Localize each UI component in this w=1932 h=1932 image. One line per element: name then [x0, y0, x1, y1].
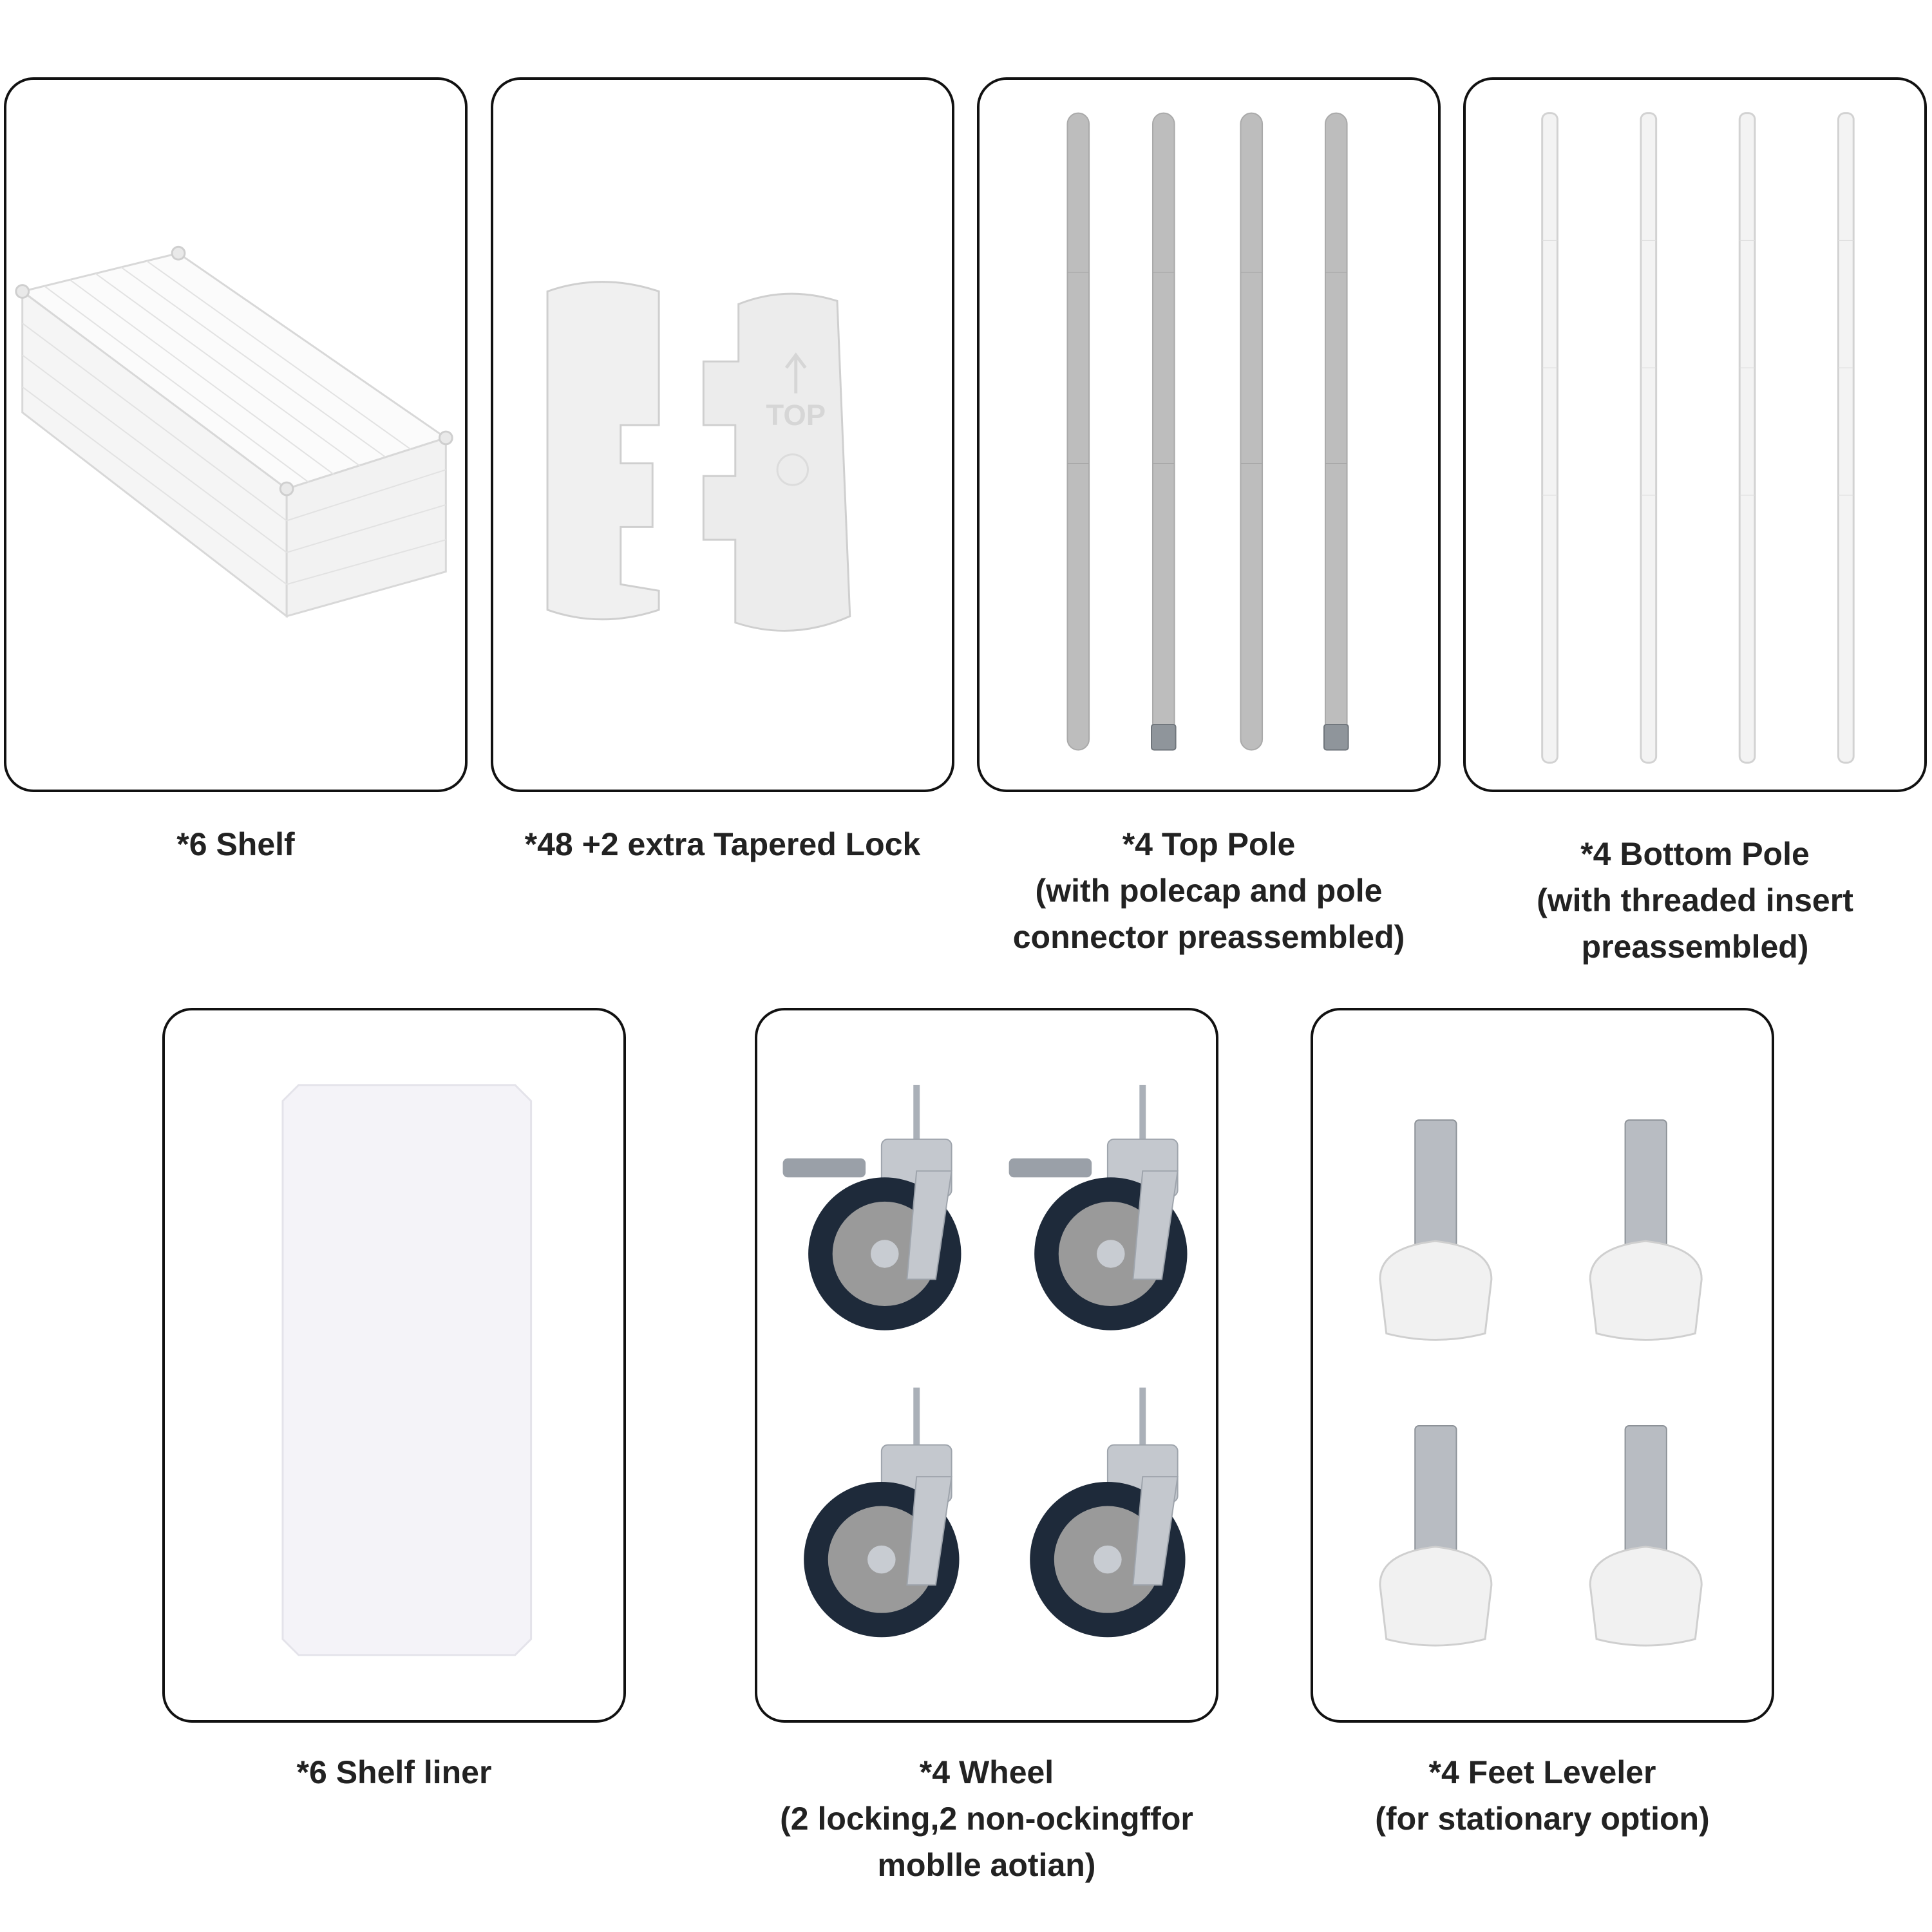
top-stamp: TOP [766, 399, 826, 431]
wheel-panel [755, 1008, 1218, 1723]
tapered-lock-panel: TOP [491, 77, 954, 792]
caption-tapered-lock: *48 +2 extra Tapered Lock [524, 826, 921, 862]
top-pole-image [1066, 112, 1349, 751]
bottom-pole-panel [1463, 77, 1927, 792]
caption-feet-leveler: *4 Feet Leveler (for stationary option) [1375, 1754, 1710, 1837]
shelf-liner-image [281, 1084, 533, 1656]
caption-top-pole: *4 Top Pole (with polecap and pole conne… [1012, 826, 1405, 955]
feet-leveler-image [1379, 1119, 1703, 1647]
caption-shelf-liner: *6 Shelf liner [296, 1754, 492, 1790]
feet-leveler-panel [1311, 1008, 1774, 1723]
caption-wheel: *4 Wheel (2 locking,2 non-ockingffor mob… [780, 1754, 1193, 1883]
caption-shelf: *6 Shelf [176, 826, 295, 862]
tapered-lock-image: TOP [546, 281, 851, 632]
wheel-image [782, 1084, 1188, 1638]
bottom-pole-image [1541, 112, 1855, 764]
shelf-panel [4, 77, 468, 792]
wire-shelf-image [15, 245, 453, 618]
shelf-liner-panel [162, 1008, 626, 1723]
top-pole-panel [977, 77, 1441, 792]
caption-bottom-pole: *4 Bottom Pole (with threaded insert pre… [1537, 836, 1853, 965]
